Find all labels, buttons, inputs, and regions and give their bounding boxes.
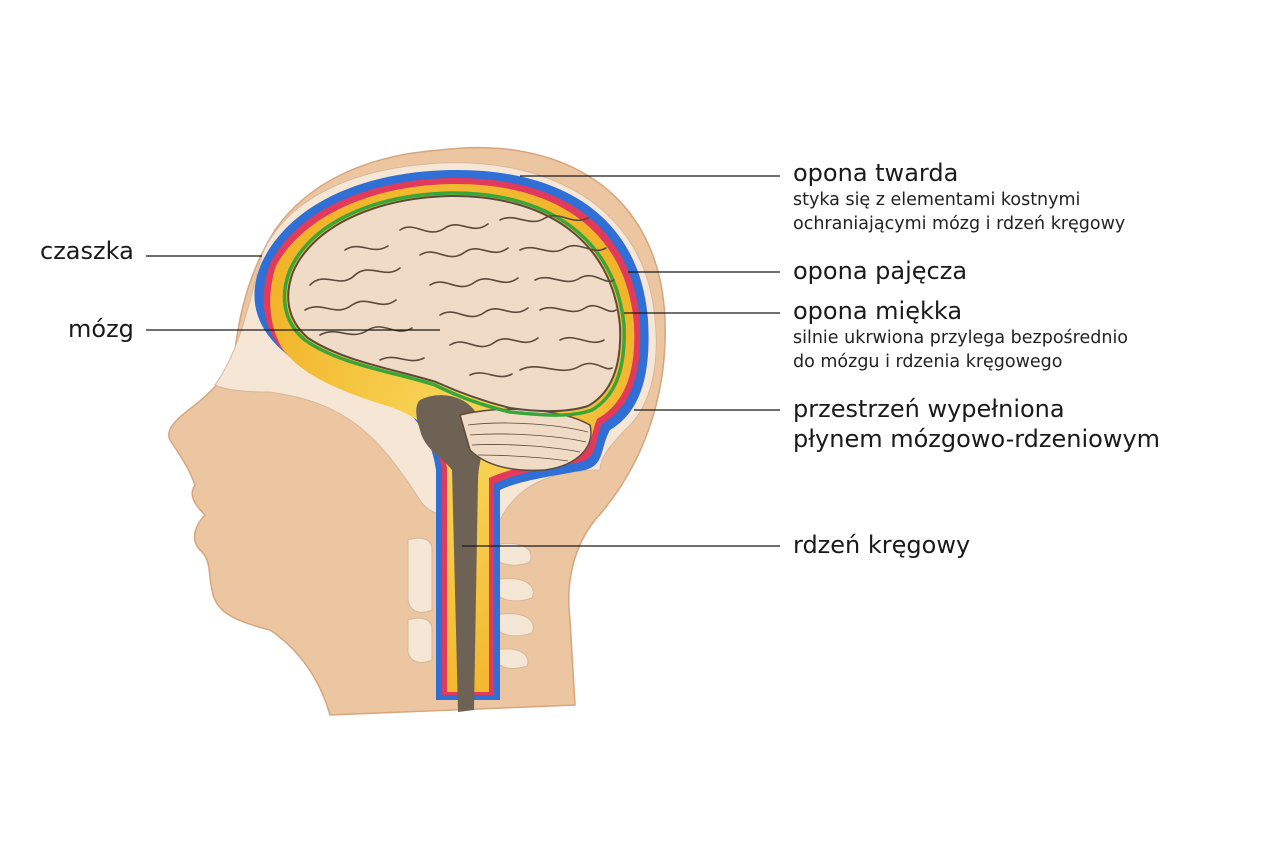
label-opona-miekka-title: opona miękka <box>793 297 963 325</box>
label-opona-miekka-desc-1: silnie ukrwiona przylega bezpośrednio <box>793 328 1129 348</box>
brain-gyri <box>304 214 617 378</box>
cerebellum-folds <box>467 422 589 462</box>
label-opona-pajecza: opona pajęcza <box>793 257 968 285</box>
pia-mater-layer <box>282 191 626 417</box>
spinal-cord <box>416 395 484 712</box>
label-group-przestrzen: przestrzeń wypełniona płynem mózgowo-rdz… <box>793 394 1160 454</box>
brain-cerebrum <box>287 194 622 413</box>
label-group-opona-miekka: opona miękka silnie ukrwiona przylega be… <box>793 296 1128 374</box>
label-opona-twarda-desc-2: ochraniającymi mózg i rdzeń kręgowy <box>793 214 1126 234</box>
vertebrae <box>407 537 534 669</box>
label-opona-twarda-title: opona twarda <box>793 159 959 187</box>
label-opona-twarda-desc-1: styka się z elementami kostnymi <box>793 190 1081 210</box>
label-rdzen-kregowy: rdzeń kręgowy <box>793 531 971 559</box>
label-czaszka: czaszka <box>40 237 134 265</box>
label-mozg: mózg <box>68 315 134 343</box>
leader-lines <box>146 175 780 547</box>
label-przestrzen-line-2: płynem mózgowo-rdzeniowym <box>793 425 1161 453</box>
label-group-opona-twarda: opona twarda styka się z elementami kost… <box>793 158 1125 236</box>
label-opona-miekka-desc-2: do mózgu i rdzenia kręgowego <box>793 352 1063 372</box>
label-przestrzen-line-1: przestrzeń wypełniona <box>793 395 1065 423</box>
